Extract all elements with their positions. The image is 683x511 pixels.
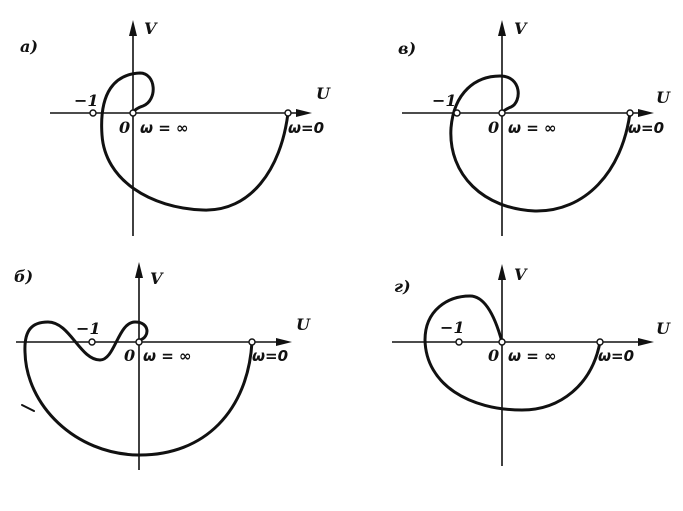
- panel-g-omega-zero-point: [596, 338, 604, 346]
- panel-v-minus-one-label: −1: [432, 91, 457, 110]
- panel-b-stray-mark: [21, 404, 35, 412]
- panel-v-u-arrow: [638, 109, 654, 117]
- panel-g-origin-label: 0: [488, 346, 499, 365]
- panel-g-u-arrow: [638, 338, 654, 346]
- panel-g: г) V U −1 0 ω = ∞ ω=0: [392, 264, 671, 466]
- panel-a-label: а): [20, 37, 38, 56]
- panel-b-v-label: V: [150, 269, 164, 288]
- panel-a-v-arrow: [129, 20, 137, 36]
- panel-g-minus-one-point: [455, 338, 463, 346]
- panel-v-v-arrow: [498, 20, 506, 36]
- panel-g-omega-inf-label: ω = ∞: [508, 347, 557, 365]
- panel-a-origin-point: [129, 109, 137, 117]
- panel-v-minus-one-point: [453, 109, 461, 117]
- panel-b-u-label: U: [296, 315, 311, 334]
- panel-a-omega-inf-label: ω = ∞: [140, 119, 189, 137]
- panel-g-v-label: V: [514, 265, 528, 284]
- panel-b-v-arrow: [135, 262, 143, 278]
- panel-a-nyquist-curve: [100, 71, 290, 212]
- panel-g-u-label: U: [656, 319, 671, 338]
- panel-a-minus-one-point: [89, 109, 97, 117]
- panel-b-omega-zero-point: [248, 338, 256, 346]
- panel-b-origin-label: 0: [124, 346, 135, 365]
- panel-v-v-label: V: [514, 19, 528, 38]
- panel-v-omega-zero-point: [626, 109, 634, 117]
- panel-g-nyquist-curve: [423, 294, 602, 412]
- panel-v-origin-label: 0: [488, 118, 499, 137]
- panel-a-omega-zero-label: ω=0: [288, 119, 324, 137]
- panel-a-origin-label: 0: [119, 118, 130, 137]
- panel-v-u-label: U: [656, 88, 671, 107]
- panel-a-u-label: U: [316, 84, 331, 103]
- panel-a-v-label: V: [144, 19, 158, 38]
- panel-b: б) V U −1 0 ω = ∞ ω=0: [14, 262, 311, 470]
- panel-a-u-arrow: [296, 109, 312, 117]
- panel-v-nyquist-curve: [449, 74, 632, 213]
- panel-b-omega-zero-label: ω=0: [252, 347, 288, 365]
- panel-g-label: г): [394, 277, 411, 296]
- panel-v: в) V U −1 0 ω = ∞ ω=0: [398, 19, 671, 236]
- panel-a-omega-zero-point: [284, 109, 292, 117]
- panel-b-omega-inf-label: ω = ∞: [143, 347, 192, 365]
- panel-g-omega-zero-label: ω=0: [598, 347, 634, 365]
- panel-g-minus-one-label: −1: [440, 318, 465, 337]
- panel-b-u-arrow: [276, 338, 292, 346]
- panel-a-minus-one-label: −1: [74, 91, 99, 110]
- panel-v-origin-point: [498, 109, 506, 117]
- panel-b-label: б): [14, 267, 33, 286]
- panel-b-origin-point: [135, 338, 143, 346]
- panel-v-omega-zero-label: ω=0: [628, 119, 664, 137]
- panel-g-origin-point: [498, 338, 506, 346]
- panel-a: а) V U −1 0 ω = ∞ ω=0: [20, 19, 331, 236]
- panel-v-label: в): [398, 39, 416, 58]
- panel-b-nyquist-curve: [23, 320, 254, 457]
- panel-g-v-arrow: [498, 264, 506, 280]
- panel-v-omega-inf-label: ω = ∞: [508, 119, 557, 137]
- panel-b-minus-one-label: −1: [76, 319, 101, 338]
- panel-b-minus-one-point: [88, 338, 96, 346]
